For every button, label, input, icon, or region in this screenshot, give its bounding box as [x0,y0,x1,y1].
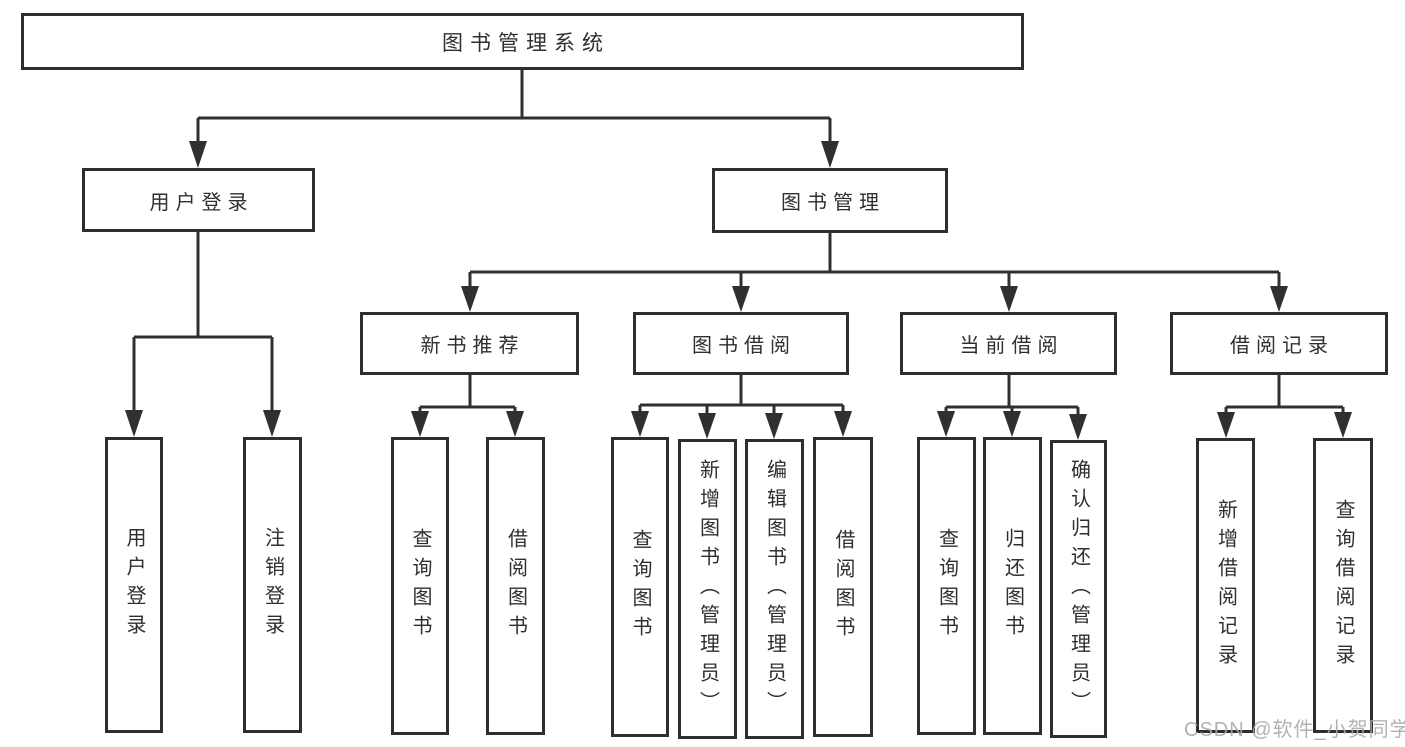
arrow-down-icon [1217,412,1235,438]
leaf-current-query-books: 查询图书 [917,437,976,735]
leaf-user-login: 用户登录 [105,437,163,733]
connector-bookborrow-to-leaves [631,375,852,439]
node-new-book-recommend: 新书推荐 [360,312,579,375]
arrow-down-icon [461,286,479,312]
arrow-down-icon [732,286,750,312]
arrow-down-icon [698,413,716,439]
node-library-management-system: 图书管理系统 [21,13,1024,70]
arrow-down-icon [1000,286,1018,312]
node-current-borrow: 当前借阅 [900,312,1117,375]
connector-bookmgmt-to-level2 [461,233,1288,312]
node-book-borrow: 图书借阅 [633,312,849,375]
arrow-down-icon [411,411,429,437]
leaf-newbook-query-books: 查询图书 [391,437,449,735]
leaf-borrow-borrow-books: 借阅图书 [813,437,873,737]
arrow-down-icon [1334,412,1352,438]
leaf-current-return-books: 归还图书 [983,437,1042,735]
leaf-records-add-borrow-record: 新增借阅记录 [1196,438,1255,733]
leaf-newbook-borrow-books: 借阅图书 [486,437,545,735]
connector-root-to-level1 [189,70,839,168]
arrow-down-icon [834,411,852,437]
connector-currentborrow-to-leaves [937,375,1087,440]
leaf-borrow-edit-books-admin: 编辑图书（管理员） [745,439,804,739]
arrow-down-icon [765,413,783,439]
node-book-management-branch: 图书管理 [712,168,948,233]
arrow-down-icon [125,410,143,437]
arrow-down-icon [1069,414,1087,440]
arrow-down-icon [821,141,839,168]
connector-userlogin-to-leaves [125,232,281,437]
leaf-logout: 注销登录 [243,437,302,733]
csdn-watermark: CSDN @软件_小贺同学 [1184,719,1405,741]
connector-borrowrecords-to-leaves [1217,375,1352,438]
arrow-down-icon [506,411,524,437]
node-borrow-records: 借阅记录 [1170,312,1388,375]
arrow-down-icon [263,410,281,437]
leaf-borrow-add-books-admin: 新增图书（管理员） [678,439,737,739]
leaf-records-query-borrow-record: 查询借阅记录 [1313,438,1373,733]
arrow-down-icon [937,411,955,437]
arrow-down-icon [189,141,207,168]
arrow-down-icon [1003,411,1021,437]
connector-newbook-to-leaves [411,375,524,437]
leaf-current-confirm-return-admin: 确认归还（管理员） [1050,440,1107,738]
arrow-down-icon [1270,286,1288,312]
arrow-down-icon [631,411,649,437]
leaf-borrow-query-books: 查询图书 [611,437,669,737]
node-user-login-branch: 用户登录 [82,168,315,232]
